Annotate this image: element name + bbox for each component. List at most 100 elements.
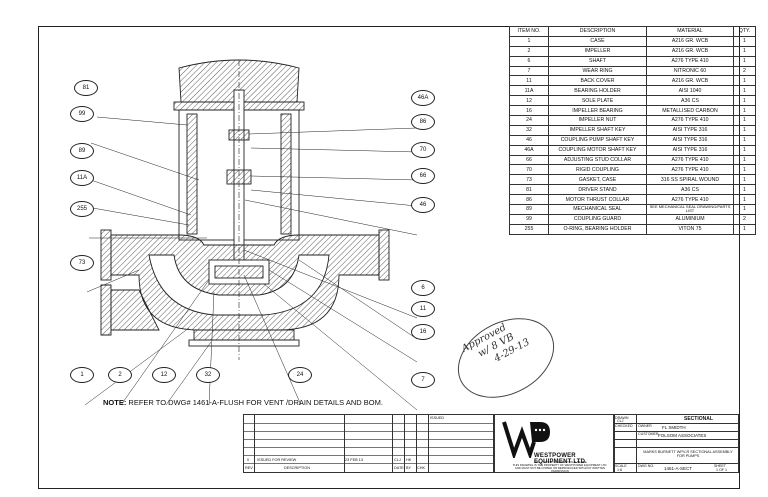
bom-description: IMPELLER SHAFT KEY: [548, 124, 647, 136]
company-address-line: 4451 - 57TH ST. - EDMONTON ALBERTA: [533, 460, 587, 464]
balloon-12: 12: [152, 367, 176, 383]
balloon-11: 11: [411, 301, 435, 317]
bom-description: WEAR RING: [548, 65, 647, 77]
revision-checker: CLJ: [394, 458, 401, 462]
bom-material: NITRONIC 60: [646, 65, 734, 77]
balloon-81: 81: [74, 80, 98, 96]
bom-item-no: 7: [509, 65, 549, 77]
bom-item-no: 11: [509, 75, 549, 87]
balloon-70: 70: [411, 142, 435, 158]
bom-description: IMPELLER NUT: [548, 115, 647, 126]
drawn-label: DRAWN: [615, 416, 629, 420]
scale-label: SCALE: [615, 464, 627, 468]
company-notice: THIS DRAWING IS THE PROPERTY OF WESTPOWE…: [512, 463, 608, 473]
bom-material: A276 TYPE 410: [646, 154, 734, 166]
balloon-99: 99: [70, 106, 94, 122]
balloon-73: 73: [70, 255, 94, 271]
bom-header-qty: QTY.: [733, 26, 756, 37]
revision-header-chk: CHK: [417, 466, 426, 470]
bom-header-row: ITEM NO. DESCRIPTION MATERIAL QTY.: [509, 26, 756, 37]
bom-material: A276 TYPE 410: [646, 164, 734, 176]
drawing-note: NOTE: REFER TO DWG# 1461-A-FLUSH FOR VEN…: [103, 398, 383, 407]
title-block: SECTIONAL DRAWN CLJ CHECKED OWNER FL SMI…: [613, 414, 739, 473]
bom-item-no: 86: [509, 194, 549, 206]
company-address: 4451 - 57TH ST. - EDMONTON ALBERTA THIS …: [512, 461, 608, 473]
bom-description: MECHANICAL SEAL: [548, 204, 647, 215]
bom-material: A216 GR. WCB: [646, 45, 734, 57]
bom-description: COUPLING MOTOR SHAFT KEY: [548, 144, 647, 156]
bom-description: MOTOR THRUST COLLAR: [548, 194, 647, 206]
bom-material: A276 TYPE 410: [646, 194, 734, 206]
discharge-flange: [378, 229, 390, 281]
bom-qty: 1: [733, 134, 756, 146]
bom-description: ADJUSTING STUD COLLAR: [548, 154, 647, 166]
bom-item-no: 255: [509, 223, 549, 235]
bom-item-no: 99: [509, 213, 549, 225]
bom-description: O-RING, BEARING HOLDER: [548, 223, 647, 235]
checked-label: CHECKED: [615, 424, 633, 428]
bom-description: COUPLING PUMP SHAFT KEY: [548, 134, 647, 146]
balloon-32: 32: [196, 367, 220, 383]
bom-item-no: 46A: [509, 144, 549, 156]
note-label: NOTE:: [103, 398, 127, 407]
bom-header-description: DESCRIPTION: [548, 26, 647, 37]
drawn-by: CLJ: [617, 419, 624, 423]
bom-material: A36 CS: [646, 184, 734, 196]
bom-item-no: 12: [509, 95, 549, 107]
customer-label: CUSTOMER: [638, 432, 659, 436]
bom-description: SHAFT: [548, 55, 647, 67]
view-name: SECTIONAL: [684, 416, 713, 422]
bom-material: A276 TYPE 410: [646, 55, 734, 67]
bom-material: 316 SS SPIRAL WOUND: [646, 174, 734, 186]
balloon-16: 16: [411, 324, 435, 340]
bom-description: DRIVER STAND: [548, 184, 647, 196]
balloon-24: 24: [288, 367, 312, 383]
balloon-255: 255: [70, 201, 94, 217]
balloon-46a: 46A: [411, 90, 435, 106]
dwg-number-label: DWG NO.: [638, 464, 655, 468]
revision-header-date: DATE: [394, 466, 404, 470]
bom-qty: 2: [733, 213, 756, 225]
balloon-89: 89: [70, 143, 94, 159]
bom-material: METALLISED CARBON: [646, 105, 734, 117]
bom-header-material: MATERIAL: [646, 26, 734, 37]
suction-flange: [100, 229, 112, 281]
bom-material: A276 TYPE 410: [646, 115, 734, 126]
balloon-2: 2: [108, 367, 132, 383]
bom-material: A216 GR. WCB: [646, 35, 734, 47]
balloon-86: 86: [411, 114, 435, 130]
bom-qty: 1: [733, 115, 756, 126]
bom-item-no: 1: [509, 35, 549, 47]
bom-qty: 2: [733, 65, 756, 77]
bom-description: GASKET, CASE: [548, 174, 647, 186]
bom-item-no: 24: [509, 115, 549, 126]
balloon-11a: 11A: [70, 170, 94, 186]
bom-qty: 1: [733, 184, 756, 196]
bom-material: A216 GR. WCB: [646, 75, 734, 87]
bom-item-no: 2: [509, 45, 549, 57]
bom-item-no: 32: [509, 124, 549, 136]
bom-description: RIGID COUPLING: [548, 164, 647, 176]
bom-item-no: 11A: [509, 85, 549, 97]
bom-header-item: ITEM NO.: [509, 26, 549, 37]
dwg-number: 1461-A-SECT: [664, 466, 693, 471]
bom-qty: 1: [733, 45, 756, 57]
company-name: WESTPOWER EQUIPMENT LTD.: [534, 453, 588, 465]
bom-description: IMPELLER BEARING: [548, 105, 647, 117]
bom-qty: 1: [733, 105, 756, 117]
bom-qty: 1: [733, 55, 756, 67]
bom-material: AISI TYPE 316: [646, 124, 734, 136]
